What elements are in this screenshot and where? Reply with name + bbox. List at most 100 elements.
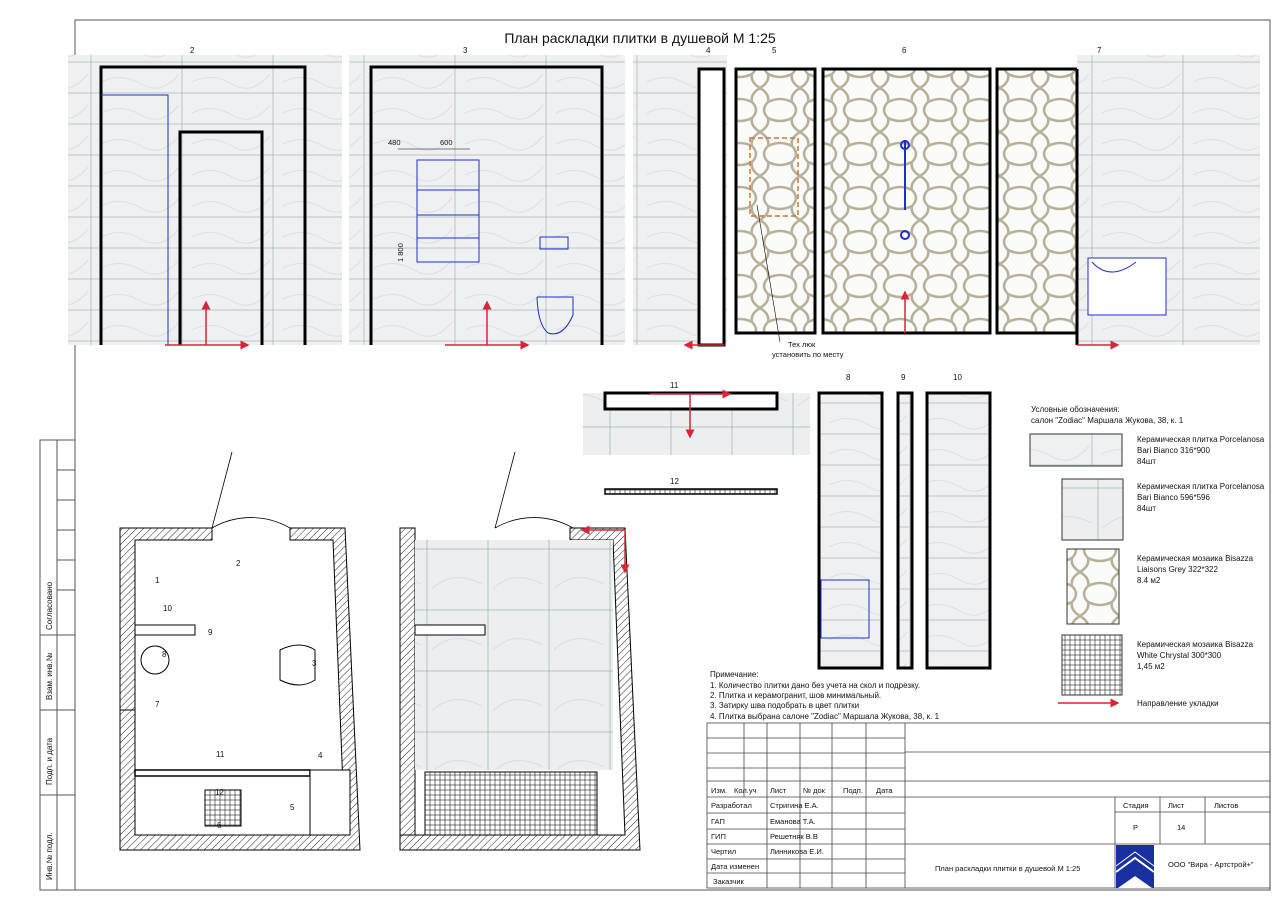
svg-text:Еманова Т.А.: Еманова Т.А. bbox=[770, 817, 816, 826]
svg-text:3: 3 bbox=[463, 46, 468, 55]
svg-text:1 800: 1 800 bbox=[396, 243, 405, 262]
page-title: План раскладки плитки в душевой М 1:25 bbox=[504, 30, 776, 46]
svg-text:установить по месту: установить по месту bbox=[772, 350, 844, 359]
svg-text:1,45 м2: 1,45 м2 bbox=[1137, 662, 1165, 671]
svg-text:8: 8 bbox=[162, 650, 167, 659]
stamp-replace: Взам. инв.№ bbox=[45, 652, 54, 700]
svg-text:14: 14 bbox=[1177, 823, 1185, 832]
svg-text:ООО "Вира - Артстрой+": ООО "Вира - Артстрой+" bbox=[1168, 860, 1254, 869]
svg-text:10: 10 bbox=[953, 373, 962, 382]
svg-text:Чертил: Чертил bbox=[711, 847, 736, 856]
svg-text:Стадия: Стадия bbox=[1123, 801, 1149, 810]
stamp-agreed: Согласовано bbox=[45, 581, 54, 630]
elevation-2: 2 bbox=[68, 46, 342, 350]
svg-text:10: 10 bbox=[163, 604, 172, 613]
elevation-12: 12 bbox=[604, 477, 778, 495]
svg-text:480: 480 bbox=[388, 138, 401, 147]
elevation-6: 6 bbox=[821, 46, 992, 335]
notes: Примечание: 1. Количество плитки дано бе… bbox=[710, 670, 940, 721]
svg-text:11: 11 bbox=[670, 381, 679, 390]
svg-text:Условные обозначения:: Условные обозначения: bbox=[1031, 405, 1120, 414]
svg-text:Дата: Дата bbox=[876, 786, 893, 795]
svg-text:4: 4 bbox=[706, 46, 711, 55]
svg-text:ГИП: ГИП bbox=[711, 832, 726, 841]
svg-text:Дата изменен: Дата изменен bbox=[711, 862, 759, 871]
towel-rail-icon bbox=[416, 159, 480, 263]
svg-text:ГАП: ГАП bbox=[711, 817, 725, 826]
svg-text:5: 5 bbox=[772, 46, 777, 55]
svg-text:2. Плитка и керамогранит, шов: 2. Плитка и керамогранит, шов минимальны… bbox=[710, 691, 881, 700]
svg-text:White Chrystal 300*300: White Chrystal 300*300 bbox=[1137, 651, 1222, 660]
svg-text:Заказчик: Заказчик bbox=[713, 877, 745, 886]
svg-text:2: 2 bbox=[236, 559, 241, 568]
title-block-text: Изм. Кол.уч Лист № док Подп. Дата Разраб… bbox=[711, 786, 1254, 886]
svg-text:№ док: № док bbox=[803, 786, 826, 795]
svg-text:Р: Р bbox=[1133, 823, 1138, 832]
svg-text:Стригина Е.А.: Стригина Е.А. bbox=[770, 801, 819, 810]
floor-plan-markers: 1 2 3 4 5 6 7 8 9 10 11 12 bbox=[119, 451, 361, 851]
flush-button-icon bbox=[539, 236, 569, 250]
svg-text:9: 9 bbox=[208, 628, 213, 637]
svg-text:9: 9 bbox=[901, 373, 906, 382]
service-hatch bbox=[749, 137, 799, 217]
svg-text:4. Плитка выбрана салоне "Zodi: 4. Плитка выбрана салоне "Zodiac" Маршал… bbox=[710, 712, 940, 721]
elevation-4: 4 bbox=[633, 46, 727, 350]
svg-text:12: 12 bbox=[215, 788, 224, 797]
svg-text:Лист: Лист bbox=[1168, 801, 1185, 810]
svg-text:8.4 м2: 8.4 м2 bbox=[1137, 576, 1161, 585]
svg-text:11: 11 bbox=[216, 750, 225, 759]
svg-text:6: 6 bbox=[902, 46, 907, 55]
svg-text:Подп.: Подп. bbox=[843, 786, 863, 795]
svg-text:Тех люк: Тех люк bbox=[788, 340, 816, 349]
svg-text:Решетняк В.В: Решетняк В.В bbox=[770, 832, 818, 841]
svg-text:салон "Zodiac" Маршала Жукова,: салон "Zodiac" Маршала Жукова, 38, к. 1 bbox=[1031, 416, 1184, 425]
svg-text:Изм.: Изм. bbox=[711, 786, 727, 795]
elevation-3: 480 600 1 800 3 bbox=[349, 46, 625, 350]
svg-text:5: 5 bbox=[290, 803, 295, 812]
svg-text:Bari Bianco 316*900: Bari Bianco 316*900 bbox=[1137, 446, 1210, 455]
elevation-5: Тех люк установить по месту 5 bbox=[734, 46, 844, 359]
svg-text:Керамическая плитка Porcelanos: Керамическая плитка Porcelanosa bbox=[1137, 435, 1265, 444]
svg-text:Керамическая плитка Porcelanos: Керамическая плитка Porcelanosa bbox=[1137, 482, 1265, 491]
svg-text:Направление укладки: Направление укладки bbox=[1137, 699, 1219, 708]
svg-text:1. Количество плитки дано без: 1. Количество плитки дано без учета на с… bbox=[710, 681, 920, 690]
svg-text:4: 4 bbox=[318, 751, 323, 760]
shower-icon bbox=[900, 140, 910, 240]
svg-text:Керамическая мозаика Bisazza: Керамическая мозаика Bisazza bbox=[1137, 640, 1254, 649]
svg-text:Листов: Листов bbox=[1214, 801, 1238, 810]
side-stamp bbox=[39, 439, 76, 891]
svg-text:Разработал: Разработал bbox=[711, 801, 752, 810]
legend: Условные обозначения: салон "Zodiac" Мар… bbox=[1029, 405, 1265, 708]
svg-text:План раскладки плитки в душево: План раскладки плитки в душевой М 1:25 bbox=[935, 864, 1080, 873]
svg-text:12: 12 bbox=[670, 477, 679, 486]
svg-text:Примечание:: Примечание: bbox=[710, 670, 759, 679]
elevation-label: 2 bbox=[190, 46, 195, 55]
svg-text:Керамическая мозаика Bisazza: Керамическая мозаика Bisazza bbox=[1137, 554, 1254, 563]
door-swing bbox=[211, 451, 291, 529]
svg-text:3. Затирку шва подобрать в цве: 3. Затирку шва подобрать в цвет плитки bbox=[710, 701, 859, 710]
elevation-7: 7 bbox=[995, 46, 1260, 350]
svg-text:600: 600 bbox=[440, 138, 453, 147]
svg-text:8: 8 bbox=[846, 373, 851, 382]
svg-text:7: 7 bbox=[155, 700, 160, 709]
company-logo bbox=[1115, 845, 1155, 888]
svg-text:3: 3 bbox=[312, 659, 317, 668]
svg-text:Bari Bianco 596*596: Bari Bianco 596*596 bbox=[1137, 493, 1210, 502]
svg-text:6: 6 bbox=[217, 821, 222, 830]
svg-text:Liaisons Grey 322*322: Liaisons Grey 322*322 bbox=[1137, 565, 1218, 574]
svg-text:84шт: 84шт bbox=[1137, 504, 1156, 513]
elevation-11: 11 bbox=[583, 381, 810, 455]
svg-text:7: 7 bbox=[1097, 46, 1102, 55]
elevation-8-9-10: 8 9 10 bbox=[817, 373, 992, 670]
stamp-sign-date: Подп. и дата bbox=[45, 737, 54, 785]
svg-text:84шт: 84шт bbox=[1137, 457, 1156, 466]
stamp-inv: Инв.№ подл. bbox=[45, 832, 54, 880]
sink-icon bbox=[1087, 257, 1167, 316]
svg-text:Линникова Е.И.: Линникова Е.И. bbox=[770, 847, 824, 856]
svg-text:Кол.уч: Кол.уч bbox=[734, 786, 757, 795]
toilet-icon bbox=[536, 296, 574, 335]
title-block bbox=[706, 722, 1271, 889]
svg-text:1: 1 bbox=[155, 576, 160, 585]
svg-text:Лист: Лист bbox=[770, 786, 787, 795]
